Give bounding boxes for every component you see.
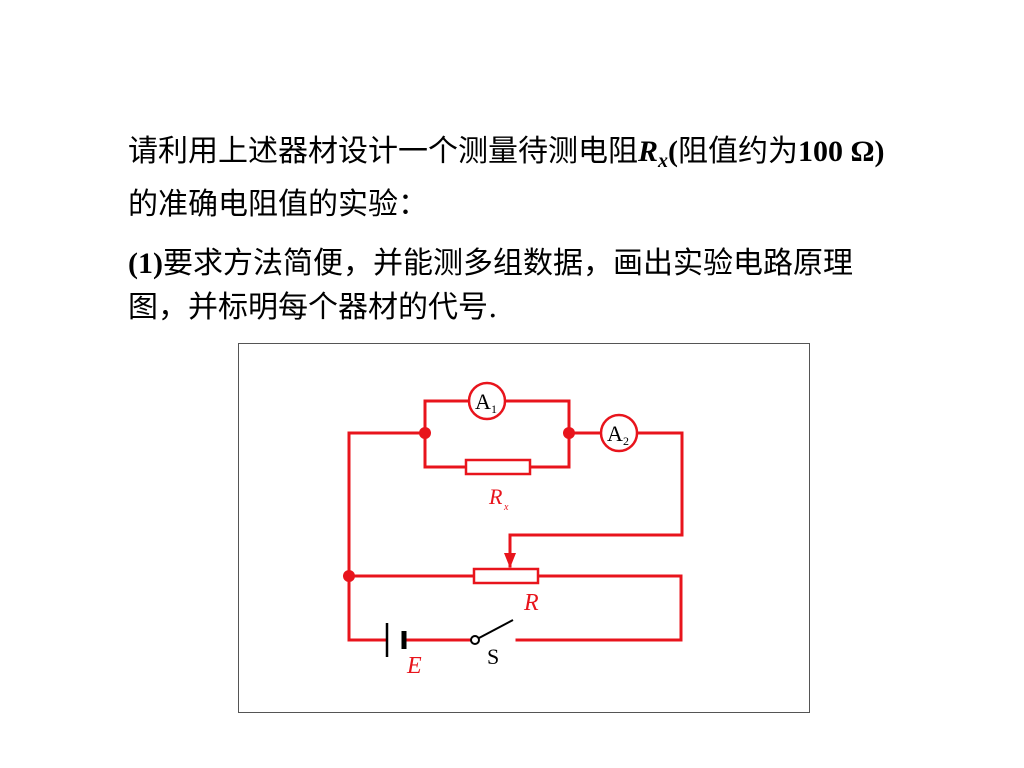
intro-end: 的准确电阻值的实验： — [128, 187, 428, 222]
ammeter-a1-sub: 1 — [491, 402, 497, 416]
part-1-text: 要求方法简便，并能测多组数据，画出实验电路原理图，并标明每个器材的代号. — [128, 246, 853, 325]
resistor-symbol: Rx — [638, 135, 669, 172]
question-text: 请利用上述器材设计一个测量待测电阻Rx(阻值约为100 Ω) 的准确电阻值的实验：… — [128, 130, 888, 330]
wire-a2-to-slider — [508, 431, 684, 568]
circuit-wires — [347, 399, 684, 642]
resistor-rx-body — [464, 458, 532, 476]
wire-rx-right — [528, 431, 571, 469]
rheostat-slider-arrow — [504, 553, 516, 568]
rheostat-body — [472, 567, 540, 585]
resistor-rx: R x — [464, 458, 532, 513]
ammeter-a2: A 2 — [599, 413, 639, 453]
battery-e: E — [385, 623, 422, 679]
wire-a1-left — [423, 399, 472, 435]
switch-blade — [478, 619, 514, 639]
resistor-rx-sub: x — [503, 502, 509, 513]
ammeter-a2-label: A — [607, 421, 623, 446]
part-1-label: (1) — [128, 247, 163, 280]
resistor-rx-label: R — [488, 484, 503, 509]
ammeter-a1-circle — [467, 381, 507, 421]
paren-open: ( — [668, 135, 679, 168]
ammeter-a1: A 1 — [467, 381, 507, 421]
resistance-value: 100 Ω) — [798, 135, 885, 168]
question-intro: 请利用上述器材设计一个测量待测电阻Rx(阻值约为100 Ω) 的准确电阻值的实验： — [128, 130, 888, 227]
ammeter-a2-circle — [599, 413, 639, 453]
junction-rheostat — [343, 570, 355, 582]
junction-right — [563, 427, 575, 439]
switch-pivot — [470, 635, 480, 645]
question-part-1: (1)要求方法简便，并能测多组数据，画出实验电路原理图，并标明每个器材的代号. — [128, 242, 888, 330]
ammeter-a1-label: A — [475, 389, 491, 414]
wire-rheostat-right — [515, 574, 683, 642]
junction-left — [419, 427, 431, 439]
switch-s: S — [470, 619, 514, 669]
circuit-diagram: A 1 A 2 R x R — [343, 381, 684, 679]
wire-left-vertical — [347, 431, 388, 642]
ammeter-a2-sub: 2 — [623, 434, 629, 448]
wire-a1-right — [502, 399, 571, 435]
switch-label: S — [487, 644, 499, 669]
battery-label: E — [406, 653, 422, 679]
wire-rx-left — [423, 431, 468, 469]
rheostat-label: R — [523, 590, 539, 616]
rheostat-r: R — [472, 553, 540, 616]
junction-dots — [343, 427, 575, 582]
intro-suffix: 阻值约 — [678, 134, 769, 169]
intro-for: 为 — [768, 134, 799, 169]
circuit-diagram-frame: A 1 A 2 R x R — [238, 343, 810, 713]
intro-prefix: 请利用上述器材设计一个测量待测电阻 — [128, 134, 638, 169]
